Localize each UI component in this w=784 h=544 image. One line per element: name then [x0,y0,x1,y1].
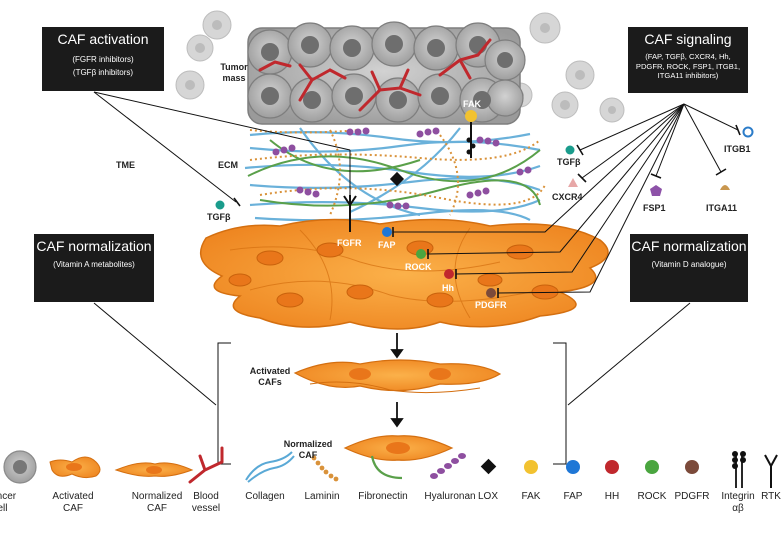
ecm-band [245,128,545,221]
itga11-label: ITGA11 [706,203,737,213]
caf-normalization-right-box: CAF normalization (Vitamin D analogue) [630,234,748,302]
hh-icon [605,460,619,474]
rtk-icon [765,455,777,488]
itgb1-marker [744,128,753,137]
fap-label: FAP [378,240,396,250]
normalized-caf-icon [116,463,192,477]
caf-normalization-right-subtitle: (Vitamin D analogue) [630,259,748,270]
hh-marker [444,269,454,279]
caf-normalization-left-title: CAF normalization [34,238,154,255]
cxcr4-label: CXCR4 [552,192,583,202]
legend-label-blood-vessel: Blood vessel [184,491,228,515]
legend-label-activated-caf: Activated CAF [48,491,98,515]
tme-label: TME [116,160,135,170]
legend-label-laminin: Laminin [295,491,349,503]
caf-signaling-box: CAF signaling (FAP, TGFβ, CXCR4, Hh, PDG… [628,27,748,93]
rock-label: ROCK [405,262,432,272]
caf-activation-box: CAF activation (FGFR inhibitors) (TGFβ i… [42,27,164,91]
caf-normalization-left-subtitle: (Vitamin A metabolites) [34,259,154,270]
cxcr4-marker [568,178,578,187]
lox-icon [481,459,497,475]
caf-normalization-left-box: CAF normalization (Vitamin A metabolites… [34,234,154,302]
itgb1-label: ITGB1 [724,144,751,154]
fak-marker [465,110,477,158]
caf-signaling-subtitle: (FAP, TGFβ, CXCR4, Hh, PDGFR, ROCK, FSP1… [628,52,748,81]
blood-vessel-icon [190,448,222,482]
tgfb-left-label: TGFβ [207,212,231,222]
hyaluronan-icon [430,453,466,479]
itga11-marker [720,185,730,190]
caf-signaling-title: CAF signaling [628,31,748,48]
tumor-mass [248,22,525,124]
activated-cafs-label: Activated CAFs [244,366,296,388]
legend-label-pdgfr: PDGFR [668,491,716,503]
legend-label-integrin: Integrin αβ [718,491,758,515]
legend-label-fak: FAK [511,491,551,503]
fap-marker [382,227,392,237]
legend-label-cancer-cell: Cancer cell [0,491,22,515]
activated-cafs-illustration [295,360,500,393]
normalized-caf-illustration [345,436,452,461]
normalized-caf-label: Normalized CAF [278,439,338,461]
fsp1-label: FSP1 [643,203,666,213]
fak-label: FAK [463,99,481,109]
legend-label-rock: ROCK [632,491,672,503]
rock-icon [645,460,659,474]
caf-normalization-right-title: CAF normalization [630,238,748,255]
pdgfr-icon [685,460,699,474]
legend-label-fibronectin: Fibronectin [353,491,413,503]
caf-layer [201,219,608,329]
caf-activation-line-1: (FGFR inhibitors) [42,54,164,65]
pdgfr-label: PDGFR [475,300,507,310]
tgfb-right-marker [566,146,575,155]
legend-label-lox: LOX [468,491,508,503]
ecm-label: ECM [218,160,238,170]
integrin-icon [732,451,746,488]
caf-activation-title: CAF activation [42,31,164,48]
legend-label-normalized-caf: Normalized CAF [129,491,185,515]
legend-label-rtk: RTK [758,491,784,503]
rock-marker [416,249,426,259]
legend-label-collagen: Collagen [236,491,294,503]
fak-icon [524,460,538,474]
fgfr-label: FGFR [337,238,362,248]
fap-icon [566,460,580,474]
tumor-mass-label: Tumor mass [214,62,254,84]
fsp1-marker [650,185,662,196]
activated-caf-icon [50,457,100,478]
legend-label-fap: FAP [553,491,593,503]
cancer-cell-icon [4,451,36,483]
legend-label-hh: HH [592,491,632,503]
tgfb-right-label: TGFβ [557,157,581,167]
hh-label: Hh [442,283,454,293]
pdgfr-marker [486,288,496,298]
tgfb-left-marker [216,201,225,210]
caf-activation-line-2: (TGFβ inhibitors) [42,67,164,78]
